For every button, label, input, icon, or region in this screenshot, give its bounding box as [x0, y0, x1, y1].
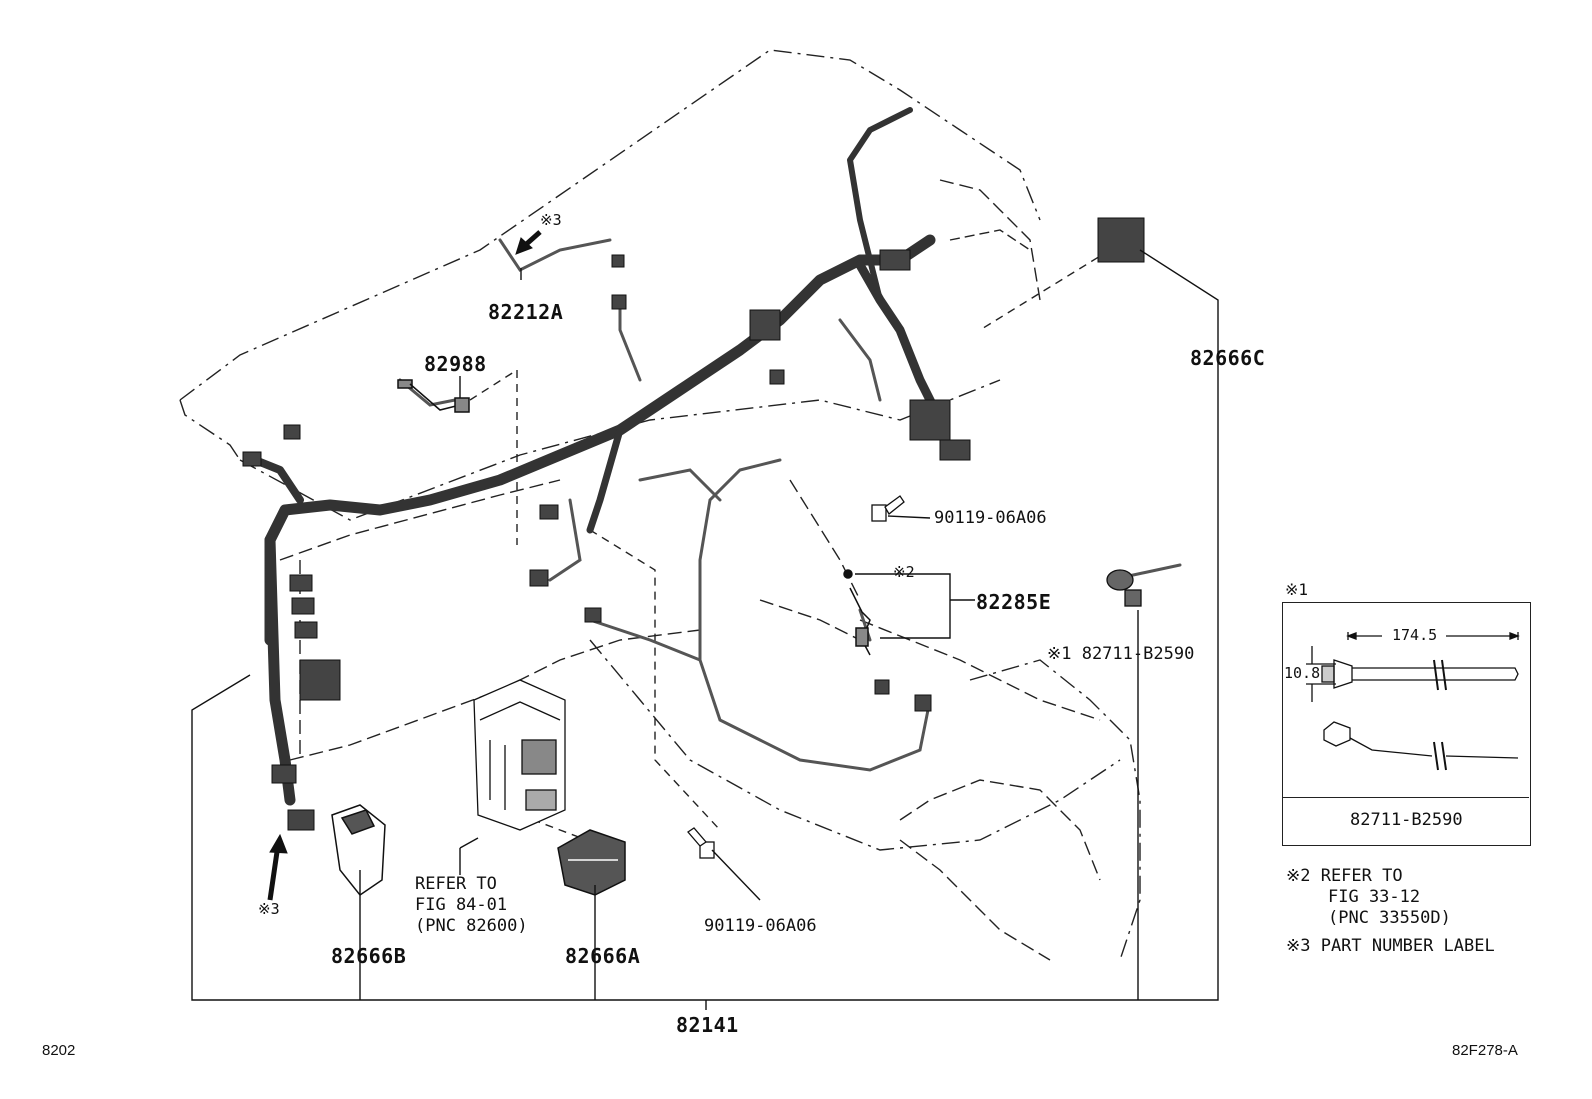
refer-line-2: FIG 84-01	[415, 895, 508, 915]
inset-diameter-label: 10.8	[1284, 664, 1321, 682]
label-82285e: 82285E	[976, 590, 1052, 614]
label-bolt-upper: 90119-06A06	[934, 508, 1047, 528]
inset-title: ※1	[1285, 580, 1309, 599]
instrument-panel-outline	[179, 49, 1041, 401]
junction-block-shape	[473, 679, 566, 831]
label-clamp-82711: ※1 82711-B2590	[1047, 644, 1195, 664]
arrow-label-left	[267, 833, 288, 901]
inset-part-number: 82711-B2590	[1350, 810, 1463, 830]
note2-line-3: (PNC 33550D)	[1328, 908, 1451, 928]
clamp-shape	[1106, 569, 1142, 607]
label-82141: 82141	[676, 1013, 739, 1037]
code-bottom-right: 82F278-A	[1452, 1042, 1518, 1059]
label-bolt-lower: 90119-06A06	[704, 916, 817, 936]
note3-text: ※3 PART NUMBER LABEL	[1286, 936, 1495, 956]
console-outline	[589, 639, 1121, 851]
refer-line-1: REFER TO	[415, 874, 497, 894]
inset-box	[1282, 602, 1531, 846]
connector-82666a-shape	[557, 829, 626, 896]
inset-drawing	[1306, 632, 1520, 771]
refer-line-3: (PNC 82600)	[415, 916, 528, 936]
mark-note3-top: ※3	[540, 211, 562, 229]
label-82666b: 82666B	[331, 944, 407, 968]
wire-82988-shape	[397, 379, 470, 413]
harness-trunk	[264, 234, 936, 646]
mark-note2: ※2	[893, 563, 915, 581]
connector-82666b-shape	[331, 804, 386, 897]
inset-length-label: 174.5	[1392, 626, 1438, 644]
label-82666a: 82666A	[565, 944, 641, 968]
note2-line-2: FIG 33-12	[1328, 887, 1421, 907]
wire-82285e-shape	[843, 569, 871, 656]
inset-divider	[1282, 797, 1529, 798]
mark-note3-left: ※3	[258, 900, 280, 918]
label-82666c: 82666C	[1190, 346, 1266, 370]
note2-line-1: ※2 REFER TO	[1286, 866, 1403, 886]
bolt-upper-shape	[871, 495, 905, 522]
arrow-label-top	[515, 230, 542, 255]
label-82212a: 82212A	[488, 300, 564, 324]
label-82988: 82988	[424, 352, 487, 376]
code-bottom-left: 8202	[42, 1042, 76, 1059]
bolt-lower-shape	[687, 827, 715, 859]
